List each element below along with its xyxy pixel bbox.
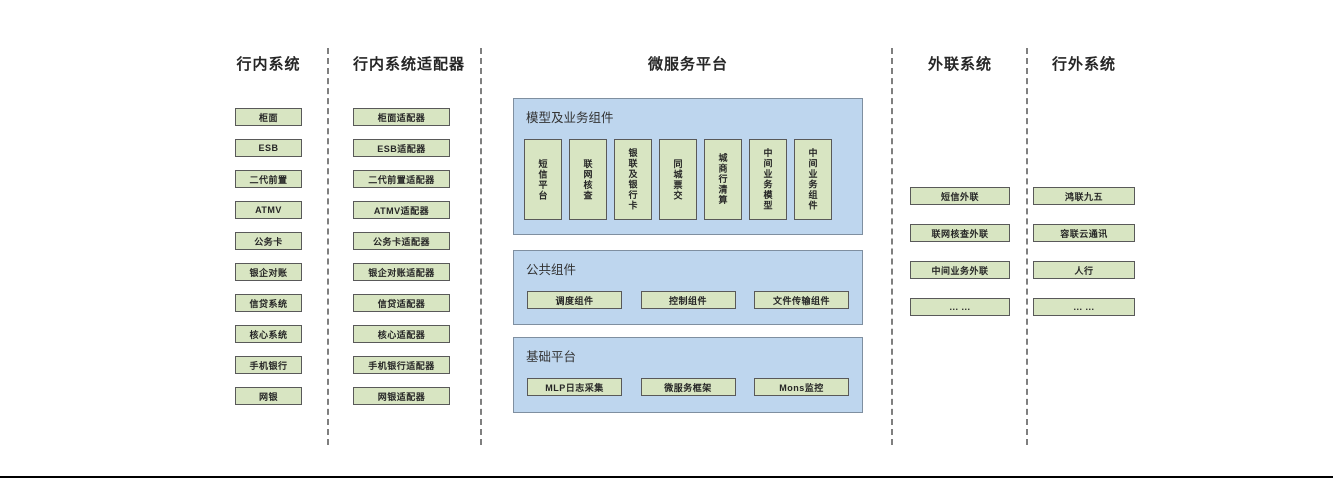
column-title-microservice-platform: 微服务平台 xyxy=(647,56,728,73)
adapter-box: 信贷适配器 xyxy=(353,294,450,312)
outbound-box: ... ... xyxy=(910,298,1010,316)
panel-label-common: 公共组件 xyxy=(526,263,577,277)
component-box-vertical: 城商行清算 xyxy=(704,139,742,220)
adapter-box: 核心适配器 xyxy=(353,325,450,343)
system-box: 核心系统 xyxy=(235,325,302,343)
column-separator-2 xyxy=(480,48,482,445)
panel-common-components: 公共组件 调度组件控制组件文件传输组件 xyxy=(513,250,863,325)
system-box: 银企对账 xyxy=(235,263,302,281)
column-title-internal-systems: 行内系统 xyxy=(236,56,301,73)
panel-label-base: 基础平台 xyxy=(526,350,577,364)
adapter-box: 柜面适配器 xyxy=(353,108,450,126)
component-box-vertical: 同城票交 xyxy=(659,139,697,220)
component-box: 调度组件 xyxy=(527,291,622,309)
component-box: Mons监控 xyxy=(754,378,849,396)
adapter-box: 公务卡适配器 xyxy=(353,232,450,250)
panel-model-business-components: 模型及业务组件 短信平台联网核查银联及银行卡同城票交城商行清算中间业务模型中间业… xyxy=(513,98,863,235)
outbound-box: 短信外联 xyxy=(910,187,1010,205)
column-internal-systems: 行内系统 柜面 ESB 二代前置 ATMV 公务卡银企对账信贷系统核心系统手机银行网银 xyxy=(235,55,302,405)
adapter-box: 手机银行适配器 xyxy=(353,356,450,374)
column-separator-1 xyxy=(327,48,329,445)
system-box: 网银 xyxy=(235,387,302,405)
column-title-external-systems: 行外系统 xyxy=(1051,56,1116,73)
component-box: 文件传输组件 xyxy=(754,291,849,309)
adapter-box: 二代前置适配器 xyxy=(353,170,450,188)
external-box: ... ... xyxy=(1033,298,1135,316)
base-platform-components-list: MLP日志采集微服务框架 Mons监控 xyxy=(514,378,862,396)
column-separator-4 xyxy=(1026,48,1028,445)
external-box: 人行 xyxy=(1033,261,1135,279)
column-outbound-systems: 外联系统 短信外联联网核查外联中间业务外联 ... ... xyxy=(910,55,1010,316)
common-components-list: 调度组件控制组件文件传输组件 xyxy=(514,291,862,309)
component-box-vertical: 中间业务组件 xyxy=(794,139,832,220)
column-title-internal-adapters: 行内系统适配器 xyxy=(353,56,466,73)
external-box: 容联云通讯 xyxy=(1033,224,1135,242)
internal-adapters-list: 柜面适配器 ESB适配器二代前置适配器 ATMV适配器公务卡适配器银企对账适配器信贷… xyxy=(353,108,450,405)
internal-systems-list: 柜面 ESB 二代前置 ATMV 公务卡银企对账信贷系统核心系统手机银行网银 xyxy=(235,108,302,405)
bottom-rule xyxy=(0,476,1333,478)
outbound-box: 联网核查外联 xyxy=(910,224,1010,242)
component-box: 微服务框架 xyxy=(640,378,736,396)
component-box-vertical: 银联及银行卡 xyxy=(614,139,652,220)
system-box: ESB xyxy=(235,139,302,157)
component-box: 控制组件 xyxy=(640,291,736,309)
external-systems-list: 鸿联九五容联云通讯人行 ... ... xyxy=(1033,187,1135,316)
system-box: 手机银行 xyxy=(235,356,302,374)
panel-label-model-business: 模型及业务组件 xyxy=(526,111,614,125)
system-box: 信贷系统 xyxy=(235,294,302,312)
system-box: 公务卡 xyxy=(235,232,302,250)
adapter-box: ESB适配器 xyxy=(353,139,450,157)
system-box: ATMV xyxy=(235,201,302,219)
outbound-systems-list: 短信外联联网核查外联中间业务外联 ... ... xyxy=(910,187,1010,316)
component-box-vertical: 短信平台 xyxy=(524,139,562,220)
adapter-box: 银企对账适配器 xyxy=(353,263,450,281)
adapter-box: 网银适配器 xyxy=(353,387,450,405)
component-box: MLP日志采集 xyxy=(527,378,622,396)
adapter-box: ATMV适配器 xyxy=(353,201,450,219)
column-microservice-platform: 微服务平台 模型及业务组件 短信平台联网核查银联及银行卡同城票交城商行清算中间业… xyxy=(513,55,863,413)
component-box-vertical: 中间业务模型 xyxy=(749,139,787,220)
column-title-outbound-systems: 外联系统 xyxy=(927,56,992,73)
external-box: 鸿联九五 xyxy=(1033,187,1135,205)
component-box-vertical: 联网核查 xyxy=(569,139,607,220)
outbound-box: 中间业务外联 xyxy=(910,261,1010,279)
system-box: 二代前置 xyxy=(235,170,302,188)
column-separator-3 xyxy=(891,48,893,445)
column-external-systems: 行外系统 鸿联九五容联云通讯人行 ... ... xyxy=(1033,55,1135,316)
panel-base-platform: 基础平台 MLP日志采集微服务框架 Mons监控 xyxy=(513,337,863,413)
model-business-components-list: 短信平台联网核查银联及银行卡同城票交城商行清算中间业务模型中间业务组件 xyxy=(514,139,862,220)
system-box: 柜面 xyxy=(235,108,302,126)
column-internal-adapters: 行内系统适配器 柜面适配器 ESB适配器二代前置适配器 ATMV适配器公务卡适配器银… xyxy=(353,55,466,405)
